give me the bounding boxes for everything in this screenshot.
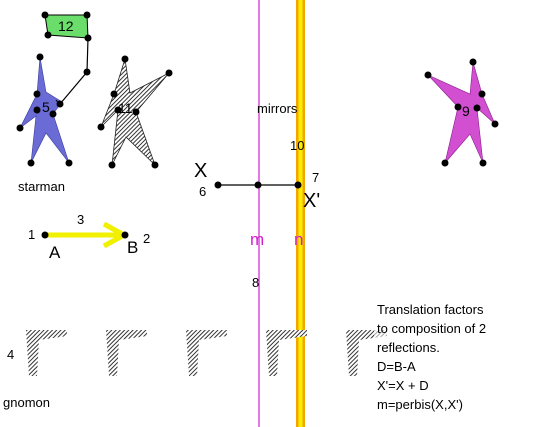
starman-5-number: 5 bbox=[42, 99, 50, 115]
starman-caption: starman bbox=[18, 179, 65, 194]
label-m: m bbox=[250, 230, 264, 249]
point-b[interactable] bbox=[121, 231, 129, 239]
notes-block: Translation factors to composition of 2 … bbox=[374, 300, 512, 422]
label-2: 2 bbox=[143, 231, 150, 246]
point[interactable] bbox=[441, 159, 449, 167]
point[interactable] bbox=[108, 161, 116, 169]
mirrors-caption: mirrors bbox=[257, 101, 298, 116]
point-midpoint[interactable] bbox=[254, 181, 262, 189]
point[interactable] bbox=[16, 124, 24, 132]
point[interactable] bbox=[83, 68, 91, 76]
label-a: A bbox=[49, 243, 61, 262]
point[interactable] bbox=[132, 108, 140, 116]
point[interactable] bbox=[56, 100, 64, 108]
point[interactable] bbox=[424, 71, 432, 79]
point[interactable] bbox=[478, 90, 486, 98]
point[interactable] bbox=[84, 34, 92, 42]
flag-number: 12 bbox=[58, 18, 74, 34]
point[interactable] bbox=[83, 11, 91, 19]
point-x-prime[interactable] bbox=[294, 181, 302, 189]
point[interactable] bbox=[27, 159, 35, 167]
label-n: n bbox=[294, 230, 303, 249]
point[interactable] bbox=[454, 103, 462, 111]
note-line: X'=X + D bbox=[377, 378, 429, 393]
note-line: to composition of 2 bbox=[377, 321, 486, 336]
gnomon-shape[interactable] bbox=[346, 330, 387, 376]
point[interactable] bbox=[97, 123, 105, 131]
vector-ab[interactable] bbox=[41, 221, 130, 249]
point[interactable] bbox=[36, 53, 44, 61]
point[interactable] bbox=[165, 69, 173, 77]
starman-9-number: 9 bbox=[462, 103, 470, 119]
note-line: reflections. bbox=[377, 340, 440, 355]
point-a[interactable] bbox=[41, 231, 49, 239]
starman-11-number: 11 bbox=[118, 100, 133, 116]
gnomon-shape[interactable] bbox=[266, 330, 307, 376]
label-1: 1 bbox=[28, 227, 35, 242]
gnomon-caption: gnomon bbox=[3, 395, 50, 410]
label-7: 7 bbox=[312, 170, 319, 185]
label-6: 6 bbox=[199, 184, 206, 199]
point[interactable] bbox=[44, 31, 52, 39]
gnomon-shape[interactable] bbox=[26, 330, 67, 376]
label-x-prime: X' bbox=[303, 190, 320, 212]
point[interactable] bbox=[33, 90, 41, 98]
notes-backdrop bbox=[374, 300, 512, 422]
point[interactable] bbox=[473, 104, 481, 112]
point[interactable] bbox=[479, 159, 487, 167]
note-line: D=B-A bbox=[377, 359, 416, 374]
point[interactable] bbox=[49, 110, 57, 118]
gnomon-shape[interactable] bbox=[106, 330, 147, 376]
note-line: m=perbis(X,X') bbox=[377, 397, 463, 412]
point[interactable] bbox=[33, 106, 41, 114]
label-4: 4 bbox=[7, 347, 14, 362]
starman-11[interactable]: 11 bbox=[97, 55, 173, 169]
point[interactable] bbox=[151, 161, 159, 169]
point[interactable] bbox=[65, 159, 73, 167]
mirror-line-n-highlight bbox=[298, 0, 303, 427]
segment-x-xprime[interactable] bbox=[214, 181, 302, 189]
label-10: 10 bbox=[290, 138, 304, 153]
label-8: 8 bbox=[252, 275, 259, 290]
point-x[interactable] bbox=[214, 181, 222, 189]
label-b: B bbox=[127, 238, 138, 257]
label-x: X bbox=[194, 160, 207, 182]
point[interactable] bbox=[41, 11, 49, 19]
starman-9-figure[interactable] bbox=[427, 61, 496, 164]
flag-12[interactable]: 12 bbox=[41, 11, 92, 105]
point[interactable] bbox=[121, 55, 129, 63]
gnomon-shape[interactable] bbox=[186, 330, 227, 376]
gnomon-row bbox=[26, 330, 387, 376]
starman-9[interactable]: 9 bbox=[424, 58, 499, 167]
point[interactable] bbox=[469, 58, 477, 66]
starman-5-figure[interactable] bbox=[19, 56, 70, 164]
starman-5[interactable]: 5 bbox=[16, 53, 73, 167]
label-3: 3 bbox=[77, 212, 84, 227]
note-line: Translation factors bbox=[377, 302, 484, 317]
point[interactable] bbox=[114, 106, 122, 114]
point[interactable] bbox=[491, 120, 499, 128]
point[interactable] bbox=[110, 90, 118, 98]
